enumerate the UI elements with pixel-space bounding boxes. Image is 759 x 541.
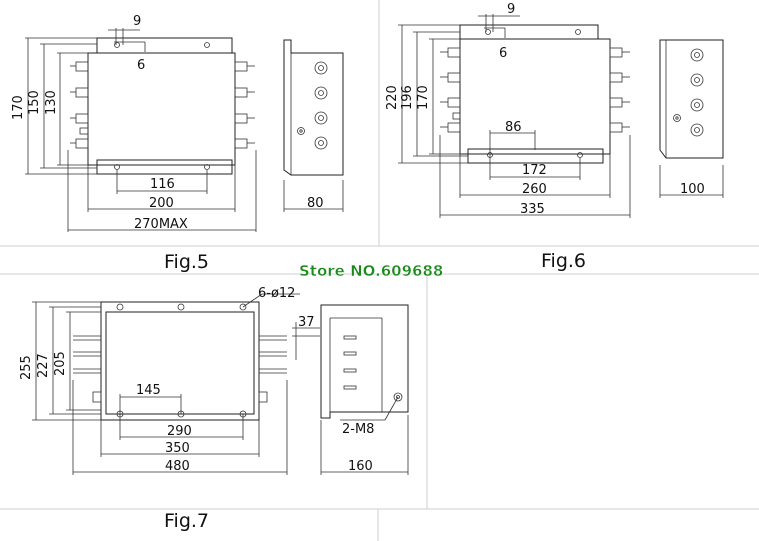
fig7-dim-255: 255 xyxy=(19,355,34,380)
fig5-drawing xyxy=(25,28,344,232)
fig6-dim-260: 260 xyxy=(522,182,547,197)
fig7-dim-2m8: 2-M8 xyxy=(342,422,374,437)
fig5-dimension-labels: 9 6 170 150 130 116 200 270MAX 80 xyxy=(11,14,324,232)
fig5-dim-116: 116 xyxy=(150,177,175,192)
fig6-dim-6: 6 xyxy=(499,46,507,61)
fig7-dimension-labels: 6-ø12 37 255 227 205 145 290 350 480 2-M… xyxy=(19,286,374,474)
fig5-caption: Fig.5 xyxy=(164,251,209,273)
fig5-dim-130: 130 xyxy=(44,90,59,115)
fig5-dim-270max: 270MAX xyxy=(134,217,188,232)
fig7-dim-480: 480 xyxy=(165,459,190,474)
fig7-dim-290: 290 xyxy=(167,424,192,439)
fig6-dim-335: 335 xyxy=(520,202,545,217)
fig5-dim-150: 150 xyxy=(27,90,42,115)
store-watermark: Store NO.609688 xyxy=(299,262,443,280)
fig6-dim-9: 9 xyxy=(507,2,515,17)
fig5-dim-9: 9 xyxy=(133,14,141,29)
fig6-dim-170: 170 xyxy=(416,85,431,110)
fig6-dim-100: 100 xyxy=(680,182,705,197)
fig7-drawing xyxy=(32,293,409,475)
fig6-dim-86: 86 xyxy=(505,120,522,135)
fig7-caption: Fig.7 xyxy=(164,510,209,532)
fig5-dim-6: 6 xyxy=(137,58,145,73)
fig6-caption: Fig.6 xyxy=(541,250,586,272)
fig7-dim-145: 145 xyxy=(136,383,161,398)
fig6-dim-196: 196 xyxy=(400,85,415,110)
fig6-drawing xyxy=(398,14,724,218)
fig7-dim-37: 37 xyxy=(298,315,315,330)
fig6-dimension-labels: 9 6 220 196 170 86 172 260 335 100 xyxy=(385,2,705,217)
fig6-dim-220: 220 xyxy=(385,85,400,110)
fig7-dim-227: 227 xyxy=(36,353,51,378)
fig7-dim-160: 160 xyxy=(348,459,373,474)
fig7-dim-350: 350 xyxy=(165,441,190,456)
fig7-dim-205: 205 xyxy=(53,351,68,376)
fig7-dim-holes: 6-ø12 xyxy=(258,286,295,301)
fig5-dim-170: 170 xyxy=(11,95,26,120)
fig5-dim-80: 80 xyxy=(307,196,324,211)
fig6-dim-172: 172 xyxy=(522,163,547,178)
fig5-dim-200: 200 xyxy=(149,196,174,211)
